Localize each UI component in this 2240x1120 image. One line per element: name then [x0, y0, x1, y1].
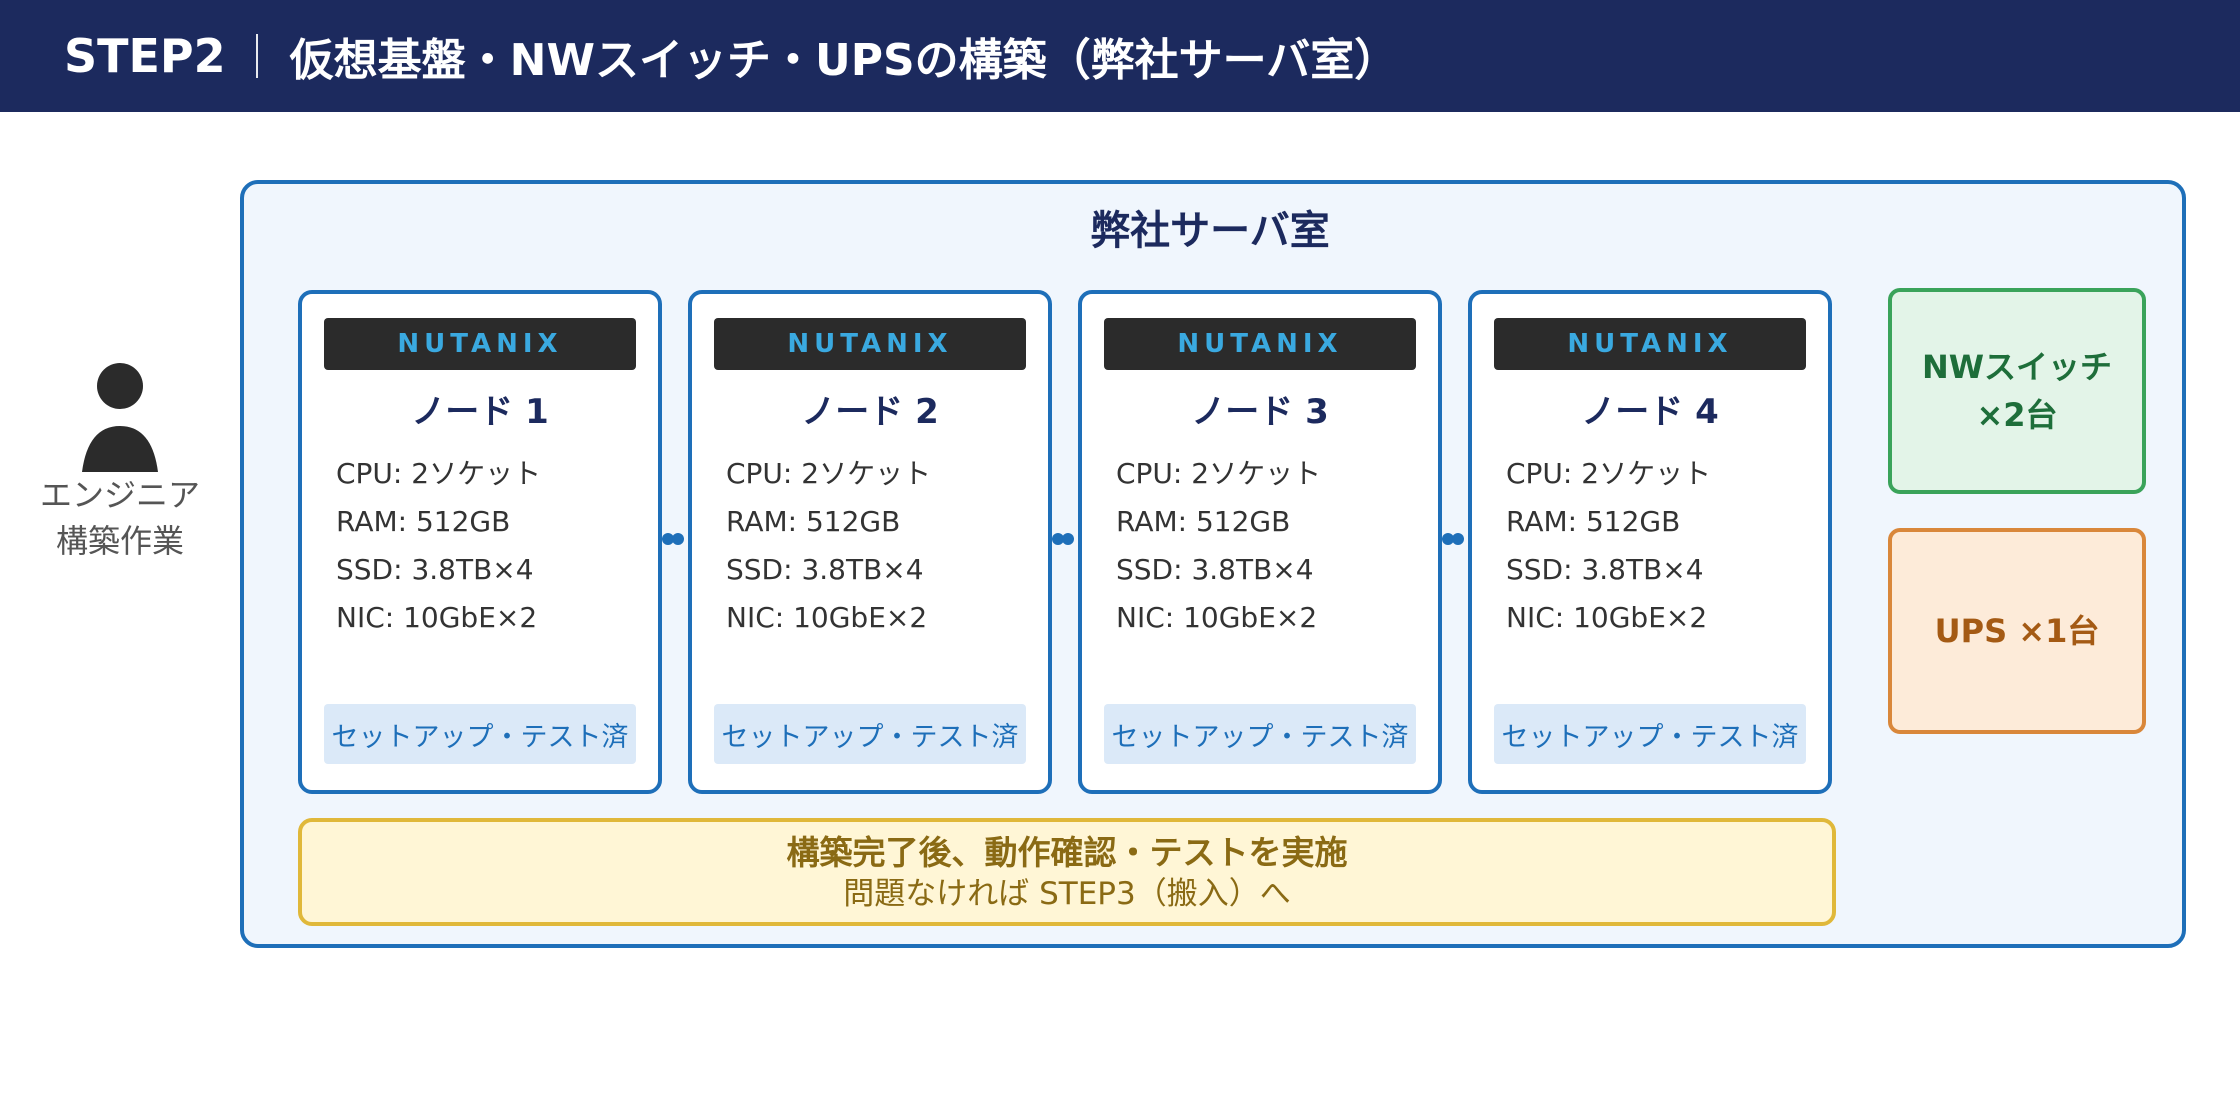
- nutanix-logo: NUTANIX: [1104, 318, 1416, 370]
- test-note: 構築完了後、動作確認・テストを実施 問題なければ STEP3（搬入）へ: [298, 818, 1836, 926]
- node-status-badge: セットアップ・テスト済: [324, 704, 636, 764]
- spec-line: SSD: 3.8TB×4: [336, 553, 534, 586]
- step-label: STEP2: [64, 29, 226, 83]
- node-card: NUTANIX ノード 3 CPU: 2ソケット RAM: 512GB SSD: 3.8…: [1078, 290, 1442, 794]
- header-bar: STEP2 仮想基盤・NWスイッチ・UPSの構築（弊社サーバ室）: [0, 0, 2240, 112]
- test-note-line1: 構築完了後、動作確認・テストを実施: [786, 833, 1348, 872]
- test-note-line2: 問題なければ STEP3（搬入）へ: [843, 876, 1291, 912]
- engineer: エンジニア 構築作業: [30, 360, 210, 564]
- ups-label: UPS ×1台: [1934, 612, 2100, 650]
- spec-line: CPU: 2ソケット: [336, 457, 542, 490]
- engineer-label-line2: 構築作業: [55, 522, 184, 560]
- server-room-title: 弊社サーバ室: [1090, 208, 1330, 254]
- node-status-badge: セットアップ・テスト済: [1494, 704, 1806, 764]
- node-name: ノード 1: [411, 392, 549, 432]
- engineer-label: エンジニア 構築作業: [30, 472, 210, 564]
- ups-box: UPS ×1台: [1888, 528, 2146, 734]
- spec-line: CPU: 2ソケット: [1116, 457, 1322, 490]
- spec-line: NIC: 10GbE×2: [1506, 601, 1708, 634]
- spec-line: NIC: 10GbE×2: [336, 601, 538, 634]
- person-icon: [82, 363, 158, 472]
- node-card: NUTANIX ノード 2 CPU: 2ソケット RAM: 512GB SSD: 3.8…: [688, 290, 1052, 794]
- spec-line: SSD: 3.8TB×4: [1506, 553, 1704, 586]
- spec-line: RAM: 512GB: [1116, 505, 1291, 538]
- spec-line: CPU: 2ソケット: [726, 457, 932, 490]
- node-card: NUTANIX ノード 4 CPU: 2ソケット RAM: 512GB SSD: 3.8…: [1468, 290, 1832, 794]
- node-status-badge: セットアップ・テスト済: [714, 704, 1026, 764]
- nw-switch-label: NWスイッチ×2台: [1921, 348, 2113, 434]
- spec-line: SSD: 3.8TB×4: [1116, 553, 1314, 586]
- spec-line: RAM: 512GB: [336, 505, 511, 538]
- page-title: 仮想基盤・NWスイッチ・UPSの構築（弊社サーバ室）: [289, 35, 1399, 86]
- nutanix-logo: NUTANIX: [714, 318, 1026, 370]
- node-link-icon: [1442, 533, 1464, 545]
- spec-line: RAM: 512GB: [1506, 505, 1681, 538]
- node-name: ノード 3: [1191, 392, 1329, 432]
- spec-line: RAM: 512GB: [726, 505, 901, 538]
- node-card: NUTANIX ノード 1 CPU: 2ソケット RAM: 512GB SSD: 3.8…: [298, 290, 662, 794]
- node-link-icon: [662, 533, 684, 545]
- header-divider: [255, 34, 258, 78]
- spec-line: NIC: 10GbE×2: [726, 601, 928, 634]
- spec-line: SSD: 3.8TB×4: [726, 553, 924, 586]
- node-name: ノード 4: [1581, 392, 1719, 432]
- node-status-badge: セットアップ・テスト済: [1104, 704, 1416, 764]
- spec-line: CPU: 2ソケット: [1506, 457, 1712, 490]
- node-link-icon: [1052, 533, 1074, 545]
- node-name: ノード 2: [801, 392, 939, 432]
- nw-switch-box: NWスイッチ×2台: [1888, 288, 2146, 494]
- spec-line: NIC: 10GbE×2: [1116, 601, 1318, 634]
- nutanix-logo: NUTANIX: [1494, 318, 1806, 370]
- engineer-label-line1: エンジニア: [39, 476, 200, 514]
- nutanix-logo: NUTANIX: [324, 318, 636, 370]
